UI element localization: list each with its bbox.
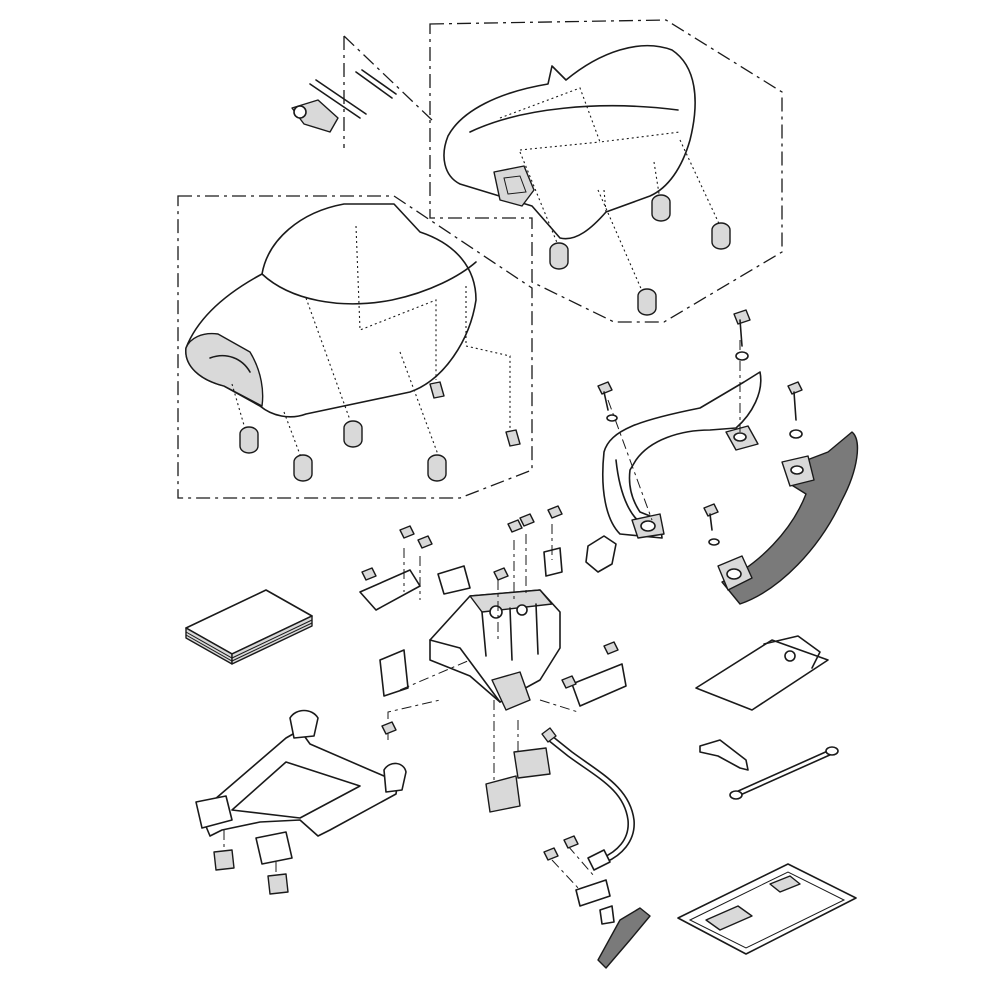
bolt bbox=[561, 675, 577, 689]
bolt bbox=[597, 381, 613, 395]
seat-damper bbox=[651, 194, 671, 222]
bolt bbox=[507, 519, 523, 533]
bolt bbox=[547, 505, 563, 519]
rider-seat-rim bbox=[185, 332, 264, 407]
rider-seat-outline-box bbox=[177, 195, 533, 499]
washer bbox=[606, 414, 618, 422]
rubber-cap bbox=[585, 535, 617, 573]
tool-pins bbox=[291, 69, 397, 133]
owners-manual bbox=[185, 589, 313, 665]
grab-bar-left bbox=[597, 309, 762, 539]
bolt bbox=[381, 721, 397, 735]
passenger-seat-hidden-frame bbox=[499, 87, 681, 213]
rider-seat-group bbox=[177, 195, 533, 499]
bolt bbox=[563, 835, 579, 849]
bolt bbox=[361, 567, 377, 581]
bolt bbox=[733, 309, 751, 325]
bolt bbox=[493, 567, 509, 581]
bolt bbox=[543, 847, 559, 861]
storage-bag bbox=[677, 863, 857, 955]
seat-damper bbox=[637, 288, 657, 316]
seat-clip bbox=[429, 381, 445, 399]
seat-damper bbox=[711, 222, 731, 250]
grab-bar-right bbox=[703, 381, 859, 605]
rider-seat-damper-group bbox=[239, 381, 521, 482]
bolt bbox=[399, 525, 415, 539]
bolt bbox=[703, 503, 719, 517]
passenger-seat-outline-box bbox=[429, 19, 783, 323]
seat-damper bbox=[427, 454, 447, 482]
rider-seat-seam bbox=[261, 261, 477, 305]
seat-lock-bracket bbox=[359, 505, 627, 813]
seat-damper bbox=[293, 454, 313, 482]
passenger-seat-group bbox=[343, 19, 783, 323]
passenger-seat-reference-line bbox=[343, 35, 433, 148]
seat-damper bbox=[549, 242, 569, 270]
passenger-seat-grip-inner bbox=[503, 175, 527, 195]
washer bbox=[735, 351, 749, 361]
seat-damper bbox=[239, 426, 259, 454]
rubber-cap bbox=[213, 849, 235, 871]
seat-damper bbox=[343, 420, 363, 448]
bolt bbox=[417, 535, 433, 549]
passenger-seat-damper-group bbox=[519, 139, 731, 316]
washer bbox=[708, 538, 720, 546]
document-pouch bbox=[695, 635, 829, 711]
bolt bbox=[519, 513, 535, 527]
bolt bbox=[787, 381, 803, 395]
passenger-seat-seam bbox=[469, 105, 679, 133]
helmet-wire bbox=[699, 739, 839, 800]
passenger-seat-grip-handle bbox=[493, 165, 535, 207]
seat-clip bbox=[505, 429, 521, 447]
washer bbox=[789, 429, 803, 439]
under-seat-tray bbox=[195, 709, 407, 895]
seat-lock-cable bbox=[541, 727, 651, 969]
rubber-cap bbox=[267, 873, 289, 895]
bolt bbox=[603, 641, 619, 655]
